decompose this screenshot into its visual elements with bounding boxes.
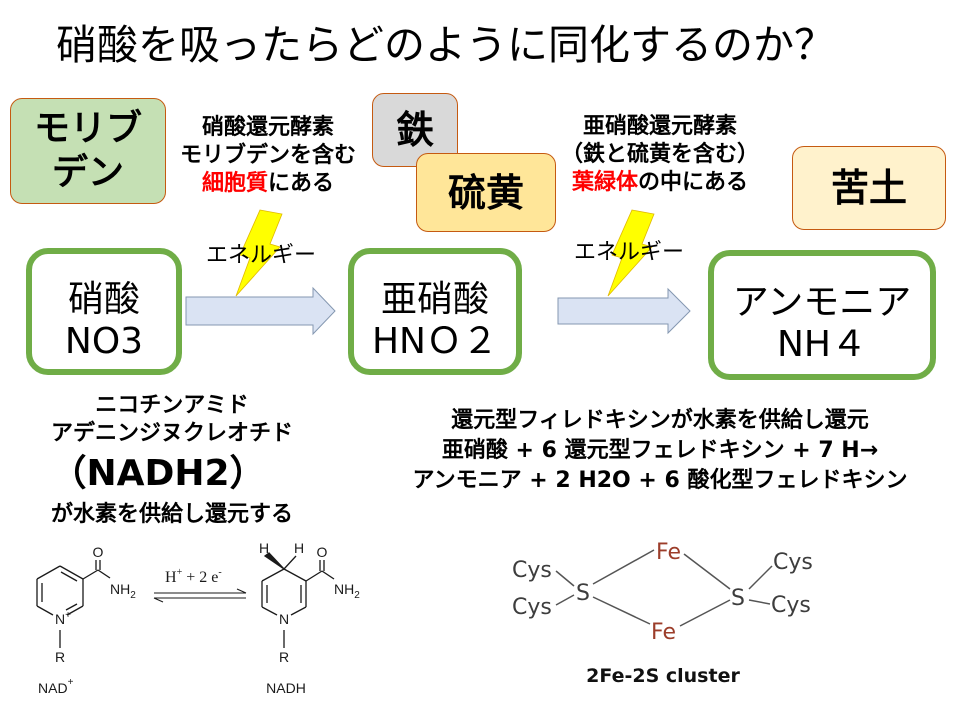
ferredoxin-equation-line2: アンモニア + 2 H2O + 6 酸化型フェレドキシン (412, 468, 908, 493)
cysteine-label: Cys (773, 550, 813, 575)
amide-group: NH (110, 581, 130, 597)
cysteine-label: Cys (512, 595, 552, 620)
nadh-note-line4: が水素を供給し還元する (50, 502, 293, 527)
nadh-note-line2: アデニンジヌクレオチド (50, 421, 293, 446)
ring-nitrogen: N (55, 611, 65, 627)
nitrate-reductase-location-suffix: にある (268, 171, 335, 196)
molybdenum-label-line2: デン (51, 152, 124, 193)
nitrite-reductase-name: 亜硝酸還元酵素 (582, 114, 737, 139)
ferredoxin-equation-line1: 亜硝酸 + 6 還元型フェレドキシン + 7 H→ (441, 438, 879, 463)
proton-charge: + (177, 567, 183, 578)
nitrite-reductase-location: 葉緑体の中にある (545, 169, 775, 197)
sulfur-atom-label: S (731, 586, 745, 611)
nadh-note-line1: ニコチンアミド (95, 393, 249, 418)
nitrite-reductase-location-suffix: の中にある (638, 170, 749, 195)
nitrate-box: 硝酸 NO3 (26, 248, 182, 375)
ferredoxin-note: 還元型フィレドキシンが水素を供給し還元 亜硝酸 + 6 還元型フェレドキシン +… (376, 406, 944, 496)
process-shapes (185, 209, 691, 336)
equilibrium-arrows-icon (153, 588, 247, 603)
iron-atom-label: Fe (656, 540, 681, 565)
nad-plus-name: NAD+ (38, 677, 74, 696)
compound-formula: NH４ (776, 324, 867, 365)
amide-label: NH2 (110, 581, 136, 601)
carbonyl-oxygen-label: O (317, 544, 328, 560)
lightning-bolt-icon (235, 209, 283, 297)
nitrate-reductase-location: 細胞質にある (163, 170, 373, 198)
arrow-nitrite-to-ammonia (557, 287, 691, 335)
ferredoxin-note-line1: 還元型フィレドキシンが水素を供給し還元 (451, 408, 869, 433)
iron-atom-label: Fe (651, 620, 676, 645)
electron-count: + 2 e (186, 569, 218, 586)
nadh-abbreviation: （NADH2） (50, 453, 266, 494)
substituent-label: R (279, 649, 289, 665)
nitrate-reductase-cofactor: モリブデンを含む (179, 143, 356, 168)
cluster-caption: 2Fe-2S cluster (586, 665, 740, 687)
compound-name: 亜硝酸 (380, 278, 489, 320)
cytoplasm-highlight: 細胞質 (201, 171, 268, 196)
energy-label: エネルギー (205, 243, 316, 268)
ring-nitrogen-label: N+ (55, 610, 71, 627)
cysteine-label: Cys (771, 593, 811, 618)
lightning-bolt-icon (607, 209, 655, 297)
arrow-nitrate-to-nitrite (185, 286, 336, 336)
hydrogen-label: H (294, 540, 304, 556)
substituent-label: R (55, 649, 65, 665)
nad-reaction-figure: O NH2 N+ R NAD+ H++ 2 e- (36, 540, 360, 696)
carbonyl-oxygen-label: O (93, 544, 104, 560)
energy-label: エネルギー (573, 240, 684, 265)
reaction-conditions-label: H++ 2 e- (165, 567, 222, 586)
iron-label: 鉄 (395, 108, 434, 152)
ammonia-box: アンモニア NH４ (708, 250, 936, 380)
nitrite-reductase-cofactor: （鉄と硫黄を含む） (560, 142, 759, 167)
magnesium-label: 苦土 (830, 166, 907, 210)
electron-charge: - (218, 567, 221, 578)
compound-name: 硝酸 (67, 278, 140, 320)
slide-title: 硝酸を吸ったらどのように同化するのか？ (56, 21, 835, 69)
molybdenum-box: モリブ デン (10, 98, 166, 204)
cluster-bonds (555, 549, 773, 627)
nad-charge: + (68, 677, 74, 688)
sulfur-label: 硫黄 (447, 170, 524, 215)
nadh-structure (261, 552, 335, 648)
compound-formula: HNＯ２ (371, 320, 498, 362)
molybdenum-label-line1: モリブ (33, 108, 142, 149)
amide-label: NH2 (334, 581, 360, 601)
nadh-name: NADH (266, 680, 306, 696)
amide-group: NH (334, 581, 354, 597)
cysteine-label: Cys (512, 558, 552, 583)
compound-formula: NO3 (64, 320, 144, 362)
hydrogen-label: H (259, 540, 269, 556)
nitrite-reductase-note: 亜硝酸還元酵素 （鉄と硫黄を含む） 葉緑体の中にある (545, 113, 775, 197)
iron-sulfur-cluster-figure: Cys Cys S Fe Fe S Cys Cys 2Fe-2S cluster (512, 540, 813, 687)
ring-nitrogen-charge: + (65, 610, 71, 621)
nitrite-box: 亜硝酸 HNＯ２ (348, 248, 522, 375)
nad-plus-structure (36, 560, 111, 648)
nad-name: NAD (38, 680, 68, 696)
nitrate-reductase-note: 硝酸還元酵素 モリブデンを含む 細胞質にある (163, 114, 373, 198)
nadh-note: ニコチンアミド アデニンジヌクレオチド （NADH2） が水素を供給し還元する (22, 392, 322, 530)
chloroplast-highlight: 葉緑体 (571, 170, 638, 195)
nitrate-reductase-name: 硝酸還元酵素 (201, 115, 334, 140)
proton-symbol: H (165, 569, 177, 586)
sulfur-box: 硫黄 (416, 153, 556, 232)
iron-box: 鉄 (372, 93, 458, 167)
compound-name: アンモニア (732, 282, 912, 323)
ring-nitrogen-label: N (279, 611, 289, 627)
magnesium-box: 苦土 (792, 146, 946, 230)
amide-subscript: 2 (130, 590, 136, 601)
sulfur-atom-label: S (576, 581, 590, 606)
amide-subscript: 2 (354, 590, 360, 601)
